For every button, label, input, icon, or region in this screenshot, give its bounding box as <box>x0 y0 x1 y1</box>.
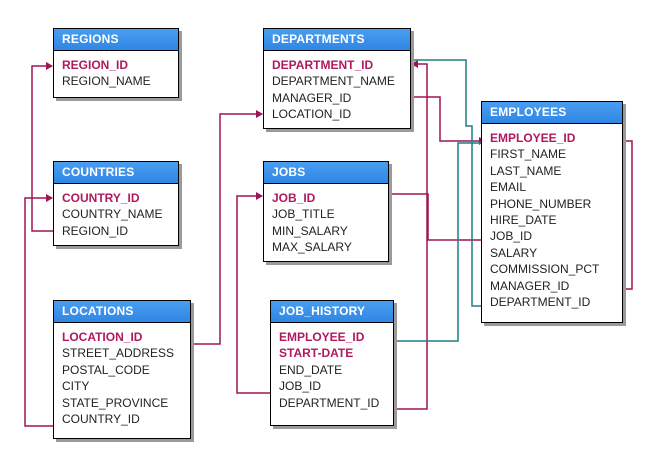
table-job-history: JOB_HISTORY EMPLOYEE_ID START-DATE END_D… <box>270 300 394 426</box>
link-jobhistory-job <box>236 192 275 394</box>
field: CITY <box>62 379 90 394</box>
table-fields: COUNTRY_ID COUNTRY_NAME REGION_ID <box>54 184 178 239</box>
field: MANAGER_ID <box>272 90 352 105</box>
table-regions: REGIONS REGION_ID REGION_NAME <box>53 28 179 98</box>
table-title: COUNTRIES <box>54 162 178 184</box>
link-location-department <box>170 110 263 345</box>
table-title: DEPARTMENTS <box>264 29 410 51</box>
link-employee-department <box>405 56 487 307</box>
field: STREET_ADDRESS <box>62 346 175 361</box>
table-locations: LOCATIONS LOCATION_ID STREET_ADDRESS POS… <box>53 300 191 439</box>
table-title: JOBS <box>264 162 388 184</box>
link-jobhistory-department <box>390 60 428 410</box>
field: REGION_NAME <box>62 74 151 89</box>
link-jobhistory-employee <box>380 139 488 342</box>
table-fields: DEPARTMENT_ID DEPARTMENT_NAME MANAGER_ID… <box>264 51 410 123</box>
field-primary-key: JOB_ID <box>272 191 316 205</box>
table-title: LOCATIONS <box>54 301 190 323</box>
field-primary-key: START-DATE <box>279 346 354 361</box>
field: MANAGER_ID <box>490 278 570 293</box>
field-primary-key: COUNTRY_ID <box>62 191 140 205</box>
field-primary-key: EMPLOYEE_ID <box>490 131 576 145</box>
field-primary-key: EMPLOYEE_ID <box>279 330 365 344</box>
link-location-country <box>24 194 58 427</box>
table-fields: EMPLOYEE_ID START-DATE END_DATE JOB_ID D… <box>271 323 393 411</box>
field: MAX_SALARY <box>272 240 352 255</box>
table-countries: COUNTRIES COUNTRY_ID COUNTRY_NAME REGION… <box>53 161 179 246</box>
field: PHONE_NUMBER <box>490 196 592 211</box>
table-fields: LOCATION_ID STREET_ADDRESS POSTAL_CODE C… <box>54 323 190 427</box>
field-primary-key: REGION_ID <box>62 58 129 72</box>
field: JOB_TITLE <box>272 207 335 222</box>
field: DEPARTMENT_ID <box>490 294 591 309</box>
field: COMMISSION_PCT <box>490 262 600 277</box>
table-departments: DEPARTMENTS DEPARTMENT_ID DEPARTMENT_NAM… <box>263 28 411 129</box>
table-title: REGIONS <box>54 29 178 51</box>
field: COUNTRY_ID <box>62 411 140 426</box>
table-title: EMPLOYEES <box>482 102 622 124</box>
table-title: JOB_HISTORY <box>271 301 393 323</box>
table-fields: REGION_ID REGION_NAME <box>54 51 178 90</box>
field: LOCATION_ID <box>272 107 352 122</box>
field-primary-key: DEPARTMENT_ID <box>272 58 374 72</box>
field: DEPARTMENT_ID <box>279 395 380 410</box>
link-country-region <box>31 62 58 232</box>
field: FIRST_NAME <box>490 147 567 162</box>
field: STATE_PROVINCE <box>62 395 169 410</box>
field: MIN_SALARY <box>272 223 348 238</box>
field: LAST_NAME <box>490 163 562 178</box>
field: END_DATE <box>279 362 343 377</box>
field: JOB_ID <box>279 379 322 394</box>
field: EMAIL <box>490 180 527 195</box>
field-primary-key: LOCATION_ID <box>62 330 143 344</box>
field: POSTAL_CODE <box>62 362 150 377</box>
field: HIRE_DATE <box>490 212 557 227</box>
table-jobs: JOBS JOB_ID JOB_TITLE MIN_SALARY MAX_SAL… <box>263 161 389 262</box>
field: REGION_ID <box>62 223 129 238</box>
table-employees: EMPLOYEES EMPLOYEE_ID FIRST_NAME LAST_NA… <box>481 101 623 323</box>
field: SALARY <box>490 245 538 260</box>
field: JOB_ID <box>490 229 533 244</box>
field: DEPARTMENT_NAME <box>272 74 395 89</box>
table-fields: EMPLOYEE_ID FIRST_NAME LAST_NAME EMAIL P… <box>482 124 622 310</box>
field: COUNTRY_NAME <box>62 207 163 222</box>
table-fields: JOB_ID JOB_TITLE MIN_SALARY MAX_SALARY <box>264 184 388 256</box>
